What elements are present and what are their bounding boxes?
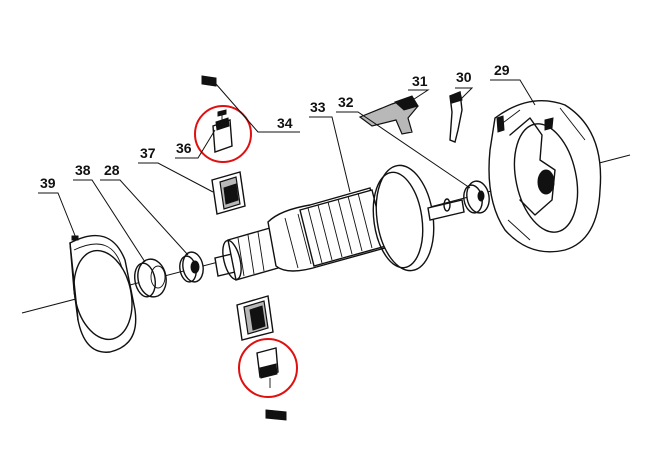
label-33: 33 (310, 99, 326, 115)
leader-31 (404, 89, 430, 106)
label-28: 28 (104, 162, 120, 178)
brush-holder-bottom (236, 295, 274, 341)
label-36: 36 (176, 140, 192, 156)
leader-38 (73, 179, 146, 263)
part-29-housing (488, 99, 602, 253)
label-32: 32 (338, 94, 354, 110)
part-37-brush-holder-top (211, 171, 246, 215)
leader-37 (138, 162, 214, 193)
leader-33 (309, 116, 351, 193)
part-31-bracket (358, 95, 419, 135)
leader-30 (455, 87, 474, 101)
leader-36 (175, 129, 216, 159)
leader-34 (215, 83, 300, 133)
leader-28 (100, 179, 189, 256)
part-36-carbon-brush-top (212, 109, 233, 153)
part-33-armature (214, 164, 465, 281)
label-30: 30 (456, 69, 472, 85)
part-39-end-plate (69, 234, 137, 353)
screw-bottom (265, 409, 287, 421)
carbon-brush-bottom (256, 347, 279, 388)
highlight-circle-top (194, 105, 252, 163)
label-34: 34 (277, 115, 293, 131)
label-31: 31 (412, 73, 428, 89)
leader-32 (336, 111, 471, 189)
part-32-bearing (463, 180, 490, 214)
leader-29 (490, 79, 536, 106)
label-39: 39 (40, 175, 56, 191)
highlight-circle-bottom (238, 338, 298, 398)
label-29: 29 (494, 62, 510, 78)
label-37: 37 (140, 145, 156, 161)
part-30-clip (449, 91, 463, 143)
label-38: 38 (75, 162, 91, 178)
part-38-bearing (134, 258, 167, 298)
part-34-screw-top (201, 75, 217, 87)
part-28-small-bearing (179, 251, 204, 283)
leader-39 (38, 192, 77, 239)
